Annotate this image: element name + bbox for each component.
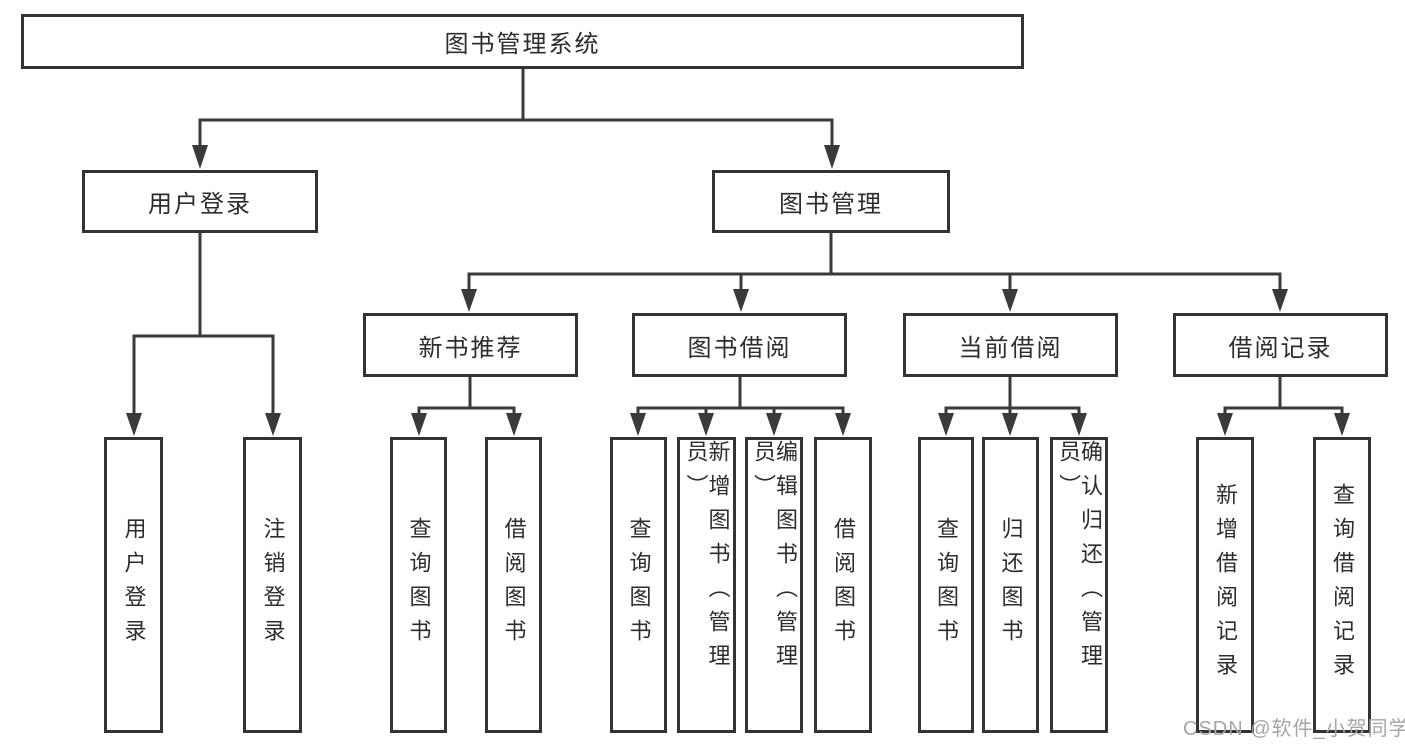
leaf-nb-query-books: 查询图书 bbox=[390, 437, 447, 733]
leaf-logout: 注销登录 bbox=[243, 437, 302, 733]
leaf-bb-edit-books: 编辑图书（管理员） bbox=[745, 437, 803, 733]
node-root: 图书管理系统 bbox=[21, 14, 1024, 69]
csdn-watermark: CSDN @软件_小贺同学 bbox=[1183, 718, 1405, 740]
node-new-book-recommend: 新书推荐 bbox=[363, 313, 578, 377]
leaf-nb-borrow-books: 借阅图书 bbox=[485, 437, 542, 733]
leaf-bb-add-books: 新增图书（管理员） bbox=[677, 437, 736, 733]
leaf-cb-query-books: 查询图书 bbox=[918, 437, 974, 733]
node-user-login: 用户登录 bbox=[82, 170, 318, 233]
node-current-borrowing: 当前借阅 bbox=[903, 313, 1118, 377]
leaf-bb-query-books: 查询图书 bbox=[610, 437, 667, 733]
leaf-br-query-record: 查询借阅记录 bbox=[1313, 437, 1371, 733]
node-book-management: 图书管理 bbox=[712, 170, 950, 233]
arrowheads bbox=[126, 145, 1350, 436]
node-borrowing-records: 借阅记录 bbox=[1173, 313, 1388, 377]
leaf-bb-borrow-books: 借阅图书 bbox=[814, 437, 872, 733]
connector-paths bbox=[132, 69, 1344, 415]
leaf-br-add-record: 新增借阅记录 bbox=[1196, 437, 1254, 733]
leaf-cb-confirm-return: 确认归还（管理员） bbox=[1050, 437, 1108, 733]
leaf-cb-return-books: 归还图书 bbox=[982, 437, 1039, 733]
leaf-user-login: 用户登录 bbox=[104, 437, 163, 733]
node-book-borrowing: 图书借阅 bbox=[632, 313, 847, 377]
